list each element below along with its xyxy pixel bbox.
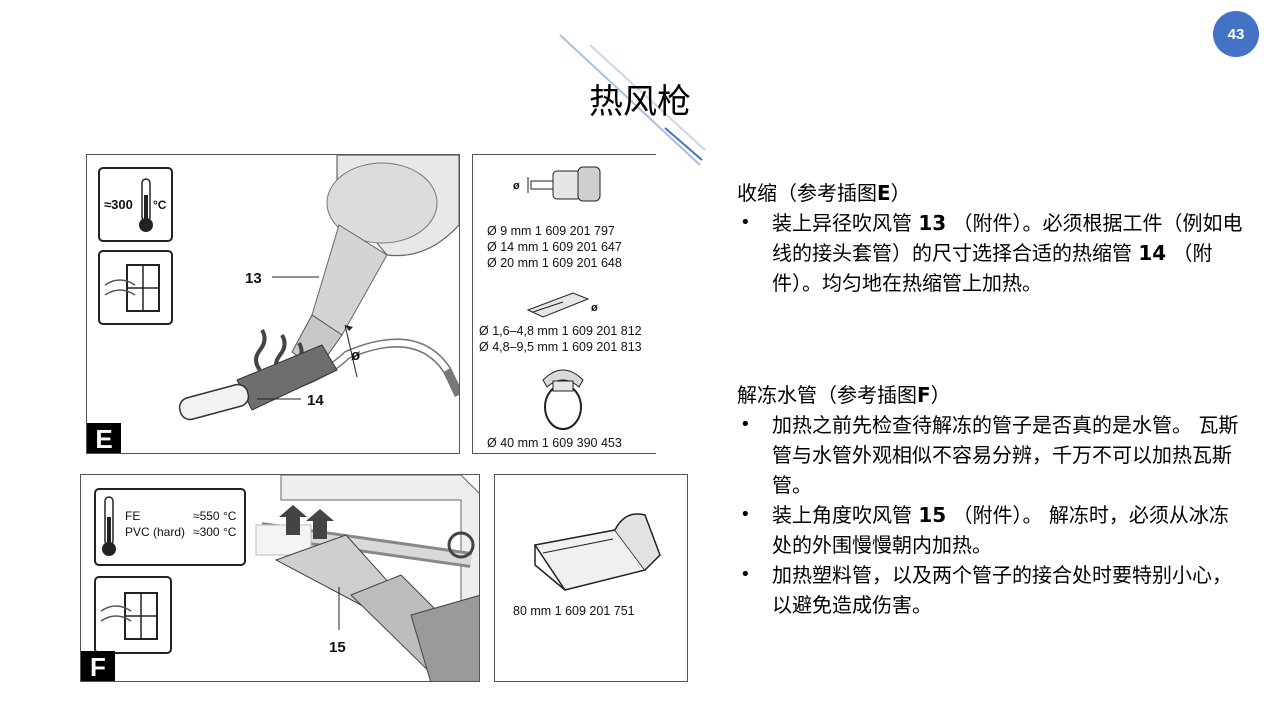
heat-gun-thaw-drawing: 15 FE ≈550 °C PVC (hard) ≈300 °C <box>94 475 479 681</box>
temp-material-1: FE <box>125 509 140 523</box>
reducer-nozzle-icon <box>527 166 601 202</box>
window-ventilation-icon <box>100 592 158 640</box>
reducer-line-1: Ø 9 mm 1 609 201 797 <box>487 224 615 238</box>
callout-13: 13 <box>245 270 262 287</box>
thaw-bullet-list: 加热之前先检查待解冻的管子是否真的是水管。 瓦斯管与水管外观相似不容易分辨，千万… <box>737 410 1247 620</box>
section-thaw: 解冻水管（参考插图F） 加热之前先检查待解冻的管子是否真的是水管。 瓦斯管与水管… <box>737 380 1247 620</box>
reducer-diameter-symbol: ø <box>513 180 520 192</box>
flat-nozzle-icon <box>526 292 590 318</box>
page-title: 热风枪 <box>589 82 691 122</box>
list-item: 装上异径吹风管 13 （附件）。必须根据工件（例如电线的接头套管）的尺寸选择合适… <box>737 208 1247 298</box>
section-shrink: 收缩（参考插图E） 装上异径吹风管 13 （附件）。必须根据工件（例如电线的接头… <box>737 178 1247 298</box>
angle-nozzle-part-line: 80 mm 1 609 201 751 <box>513 604 635 618</box>
page-number-badge: 43 <box>1213 11 1259 57</box>
list-item: 加热塑料管，以及两个管子的接合处时要特别小心， 以避免造成伤害。 <box>737 560 1247 620</box>
diameter-symbol: ø <box>351 347 361 364</box>
reducer-line-2: Ø 14 mm 1 609 201 647 <box>487 240 622 254</box>
nozzle-line-1: Ø 1,6–4,8 mm 1 609 201 812 <box>479 324 642 338</box>
figure-f-accessory: 80 mm 1 609 201 751 <box>494 474 688 682</box>
shrink-bullet-list: 装上异径吹风管 13 （附件）。必须根据工件（例如电线的接头套管）的尺寸选择合适… <box>737 208 1247 298</box>
figure-e-accessories: ø Ø 9 mm 1 609 201 797 Ø 14 mm 1 609 201… <box>472 154 656 454</box>
window-ventilation-icon <box>104 264 160 312</box>
thermometer-icon <box>139 178 153 232</box>
figure-f-illustration: 15 FE ≈550 °C PVC (hard) ≈300 °C F <box>80 474 480 682</box>
accessory-parts-drawing: ø Ø 9 mm 1 609 201 797 Ø 14 mm 1 609 201… <box>479 166 642 450</box>
reducer-line-3: Ø 20 mm 1 609 201 648 <box>487 256 622 270</box>
angle-nozzle-drawing: 80 mm 1 609 201 751 <box>513 513 661 618</box>
callout-14: 14 <box>307 392 324 409</box>
figure-label-f: F <box>81 651 115 681</box>
figure-label-e: E <box>87 423 121 453</box>
temperature-value: ≈300 <box>104 197 133 212</box>
reflector-nozzle-icon <box>542 369 584 430</box>
section-thaw-heading: 解冻水管（参考插图F） <box>737 383 951 407</box>
list-item: 加热之前先检查待解冻的管子是否真的是水管。 瓦斯管与水管外观相似不容易分辨，千万… <box>737 410 1247 500</box>
temp-value-1: ≈550 °C <box>193 509 237 523</box>
callout-15: 15 <box>329 639 346 656</box>
list-item: 装上角度吹风管 15 （附件）。 解冻时，必须从冰冻处的外围慢慢朝内加热。 <box>737 500 1247 560</box>
nozzle-diameter-symbol: ø <box>591 302 598 314</box>
thermometer-icon <box>102 496 116 556</box>
temperature-unit: °C <box>153 198 167 212</box>
temp-material-2: PVC (hard) <box>125 525 185 539</box>
section-shrink-heading: 收缩（参考插图E） <box>737 181 911 205</box>
heat-gun-shrink-drawing: ø 13 14 ≈300 °C <box>98 155 459 421</box>
temp-value-2: ≈300 °C <box>193 525 237 539</box>
reflector-line: Ø 40 mm 1 609 390 453 <box>487 436 622 450</box>
angle-nozzle-icon <box>533 513 661 591</box>
nozzle-line-2: Ø 4,8–9,5 mm 1 609 201 813 <box>479 340 642 354</box>
figure-e-illustration: ø 13 14 ≈300 °C E <box>86 154 460 454</box>
